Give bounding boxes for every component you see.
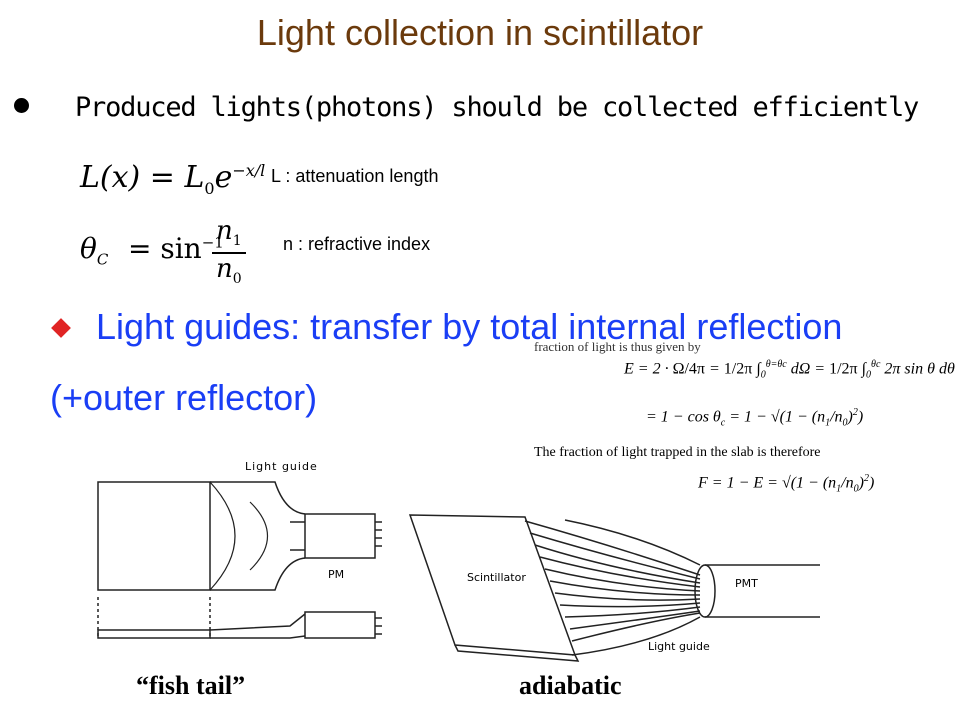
outer-reflector-text: (+outer reflector) bbox=[50, 377, 318, 418]
adiabatic-diagram: Scintillator PMT Light guide bbox=[408, 514, 820, 662]
pm-label: PM bbox=[328, 568, 344, 581]
fish-tail-diagram: Light guide PM bbox=[97, 460, 382, 639]
formula-e-line: E = 2 · Ω/4π = 1/2π ∫0θ=θc dΩ = 1/2π ∫0θ… bbox=[624, 359, 955, 381]
scintillator-label: Scintillator bbox=[467, 571, 526, 584]
adiabatic-caption: adiabatic bbox=[519, 671, 622, 700]
fish-light-guide-label: Light guide bbox=[245, 460, 318, 473]
formula-intro: fraction of light is thus given by bbox=[534, 339, 701, 354]
formula-trapped-text: The fraction of light trapped in the sla… bbox=[534, 445, 821, 460]
critical-angle-equation: θC = sin−1 n1 n0 bbox=[80, 216, 250, 287]
pmt-label: PMT bbox=[735, 577, 758, 590]
bullet-text: Produced lights(photons) should be colle… bbox=[75, 92, 919, 123]
light-guides-heading: Light guides: transfer by total internal… bbox=[96, 306, 843, 347]
bullet-dot bbox=[14, 98, 29, 113]
formula-f-line: F = 1 − E = √(1 − (n1/n0)2) bbox=[698, 473, 875, 495]
attenuation-equation: L(x) = L0e−x/l bbox=[80, 160, 266, 198]
diamond-bullet-icon bbox=[51, 318, 71, 338]
adiabatic-light-guide-label: Light guide bbox=[648, 640, 710, 653]
refractive-note: n : refractive index bbox=[283, 234, 431, 254]
fish-tail-caption: “fish tail” bbox=[136, 671, 246, 700]
formula-cos-line: = 1 − cos θc = 1 − √(1 − (n1/n0)2) bbox=[646, 407, 864, 429]
fraction-formula: fraction of light is thus given by E = 2… bbox=[528, 339, 955, 525]
attenuation-note: L : attenuation length bbox=[271, 166, 439, 186]
page-title: Light collection in scintillator bbox=[256, 12, 704, 53]
